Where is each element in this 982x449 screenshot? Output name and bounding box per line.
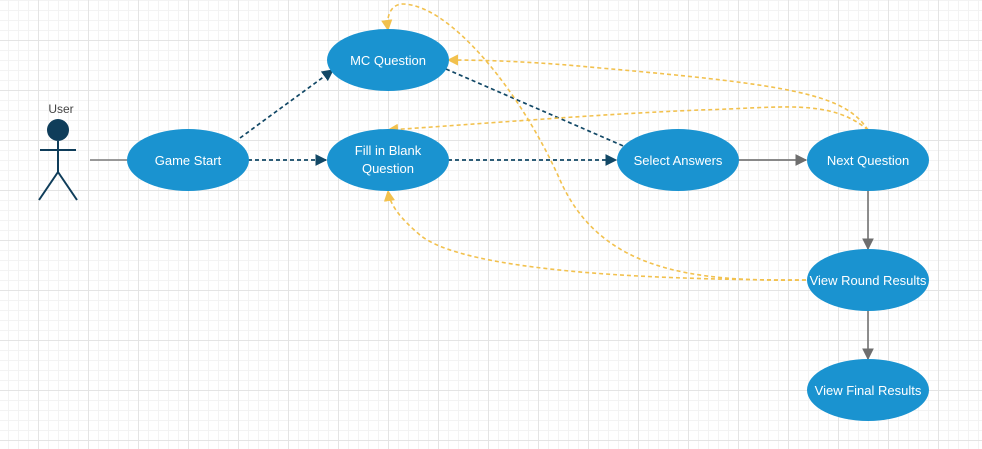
edge-next-question-to-fill-in-blank bbox=[386, 106, 869, 135]
edge-view-round-results-to-fill-in-blank bbox=[383, 189, 807, 281]
actor-label: User bbox=[48, 102, 73, 116]
node-select-answers[interactable]: Select Answers bbox=[617, 129, 739, 191]
node-fill-in-blank-label-line1: Fill in Blank bbox=[355, 143, 422, 158]
node-mc-question[interactable]: MC Question bbox=[327, 29, 449, 91]
node-select-answers-label: Select Answers bbox=[634, 153, 723, 168]
node-mc-question-label: MC Question bbox=[350, 53, 426, 68]
node-fill-in-blank-question[interactable]: Fill in Blank Question bbox=[327, 129, 449, 191]
actor-right-leg bbox=[57, 171, 78, 201]
node-next-question[interactable]: Next Question bbox=[807, 129, 929, 191]
node-fill-in-blank-label-line2: Question bbox=[362, 161, 414, 176]
edge-view-round-results-to-mc-question bbox=[381, 3, 807, 281]
node-game-start[interactable]: Game Start bbox=[127, 129, 249, 191]
edge-game-start-to-mc-question bbox=[239, 69, 334, 139]
edge-next-question-to-mc-question bbox=[446, 54, 869, 131]
node-view-final-results[interactable]: View Final Results bbox=[807, 359, 929, 421]
node-game-start-label: Game Start bbox=[155, 153, 222, 168]
node-next-question-label: Next Question bbox=[827, 153, 909, 168]
user-actor: User bbox=[38, 102, 78, 201]
node-view-final-results-label: View Final Results bbox=[815, 383, 922, 398]
node-view-round-results[interactable]: View Round Results bbox=[807, 249, 929, 311]
actor-left-leg bbox=[38, 171, 59, 201]
actor-head-icon bbox=[47, 119, 69, 141]
node-view-round-results-label: View Round Results bbox=[810, 273, 927, 288]
edge-mc-question-to-select-answers bbox=[445, 68, 629, 149]
